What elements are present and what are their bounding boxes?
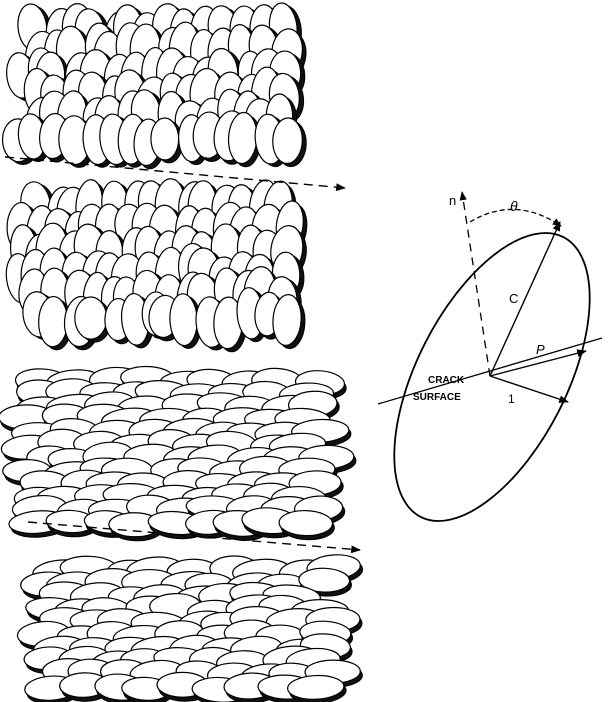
minor-axis-label: 1 <box>508 392 515 406</box>
theta-label: θ <box>510 198 518 214</box>
ellipse-schematic: n θ C P 1 CRACK SURFACE <box>354 192 610 551</box>
normal-label: n <box>449 193 456 208</box>
major-axis-label: C <box>509 291 518 306</box>
minor-axis-vector <box>490 376 568 402</box>
crack-label: CRACK <box>428 375 465 386</box>
surface-label: SURFACE <box>413 392 461 403</box>
platelet-ellipse <box>354 203 610 551</box>
normal-vector <box>462 192 490 376</box>
p-label: P <box>536 342 545 357</box>
horizontal-platelet-stack <box>0 366 364 702</box>
vertical-platelet-stack <box>2 1 310 352</box>
